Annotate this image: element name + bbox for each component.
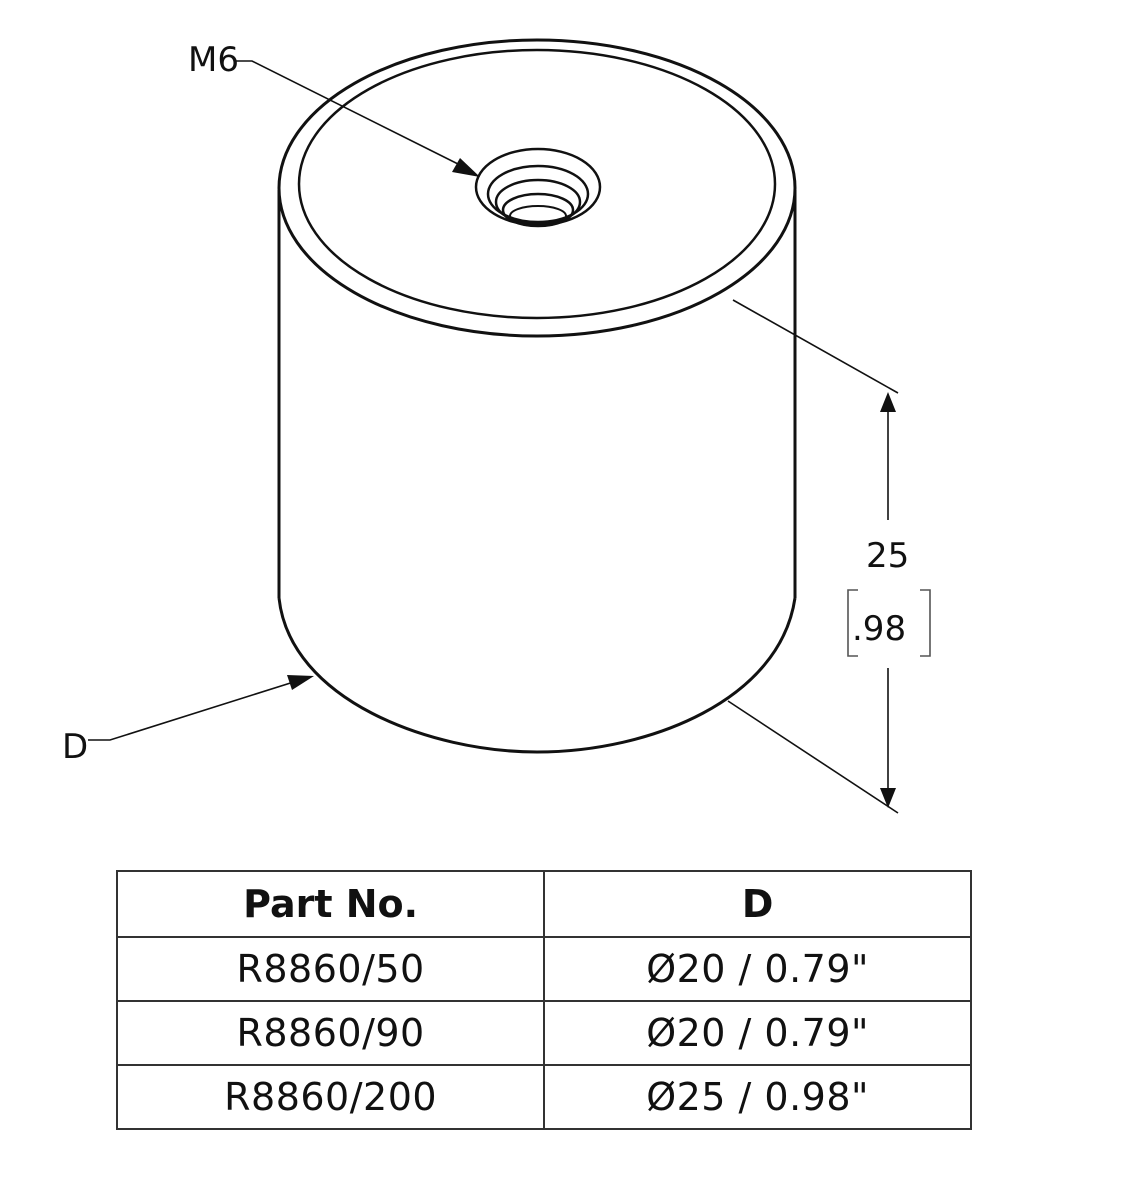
m6-arrowhead-icon xyxy=(452,158,480,177)
part-spec-table: Part No. D R8860/50 Ø20 / 0.79" R8860/90… xyxy=(115,870,972,1130)
m6-leader-line xyxy=(236,60,471,171)
top-inner-rim xyxy=(297,48,777,320)
header-diameter: D xyxy=(543,870,972,938)
height-imperial-label: .98 xyxy=(852,609,906,649)
table-row: R8860/200 Ø25 / 0.98" xyxy=(115,1064,972,1130)
table-header-row: Part No. D xyxy=(115,870,972,938)
part-number-cell: R8860/200 xyxy=(115,1064,546,1130)
part-number-cell: R8860/90 xyxy=(115,1000,546,1066)
height-arrow-down-icon xyxy=(880,788,896,808)
part-number-cell: R8860/50 xyxy=(115,936,546,1002)
bottom-extension-line xyxy=(727,700,899,814)
diameter-callout-label: D xyxy=(62,727,88,767)
diameter-cell: Ø20 / 0.79" xyxy=(543,936,972,1002)
table-row: R8860/50 Ø20 / 0.79" xyxy=(115,936,972,1002)
cylinder-mount-drawing: M6 D 25 .98 xyxy=(62,38,931,814)
diameter-cell: Ø20 / 0.79" xyxy=(543,1000,972,1066)
height-arrow-up-icon xyxy=(880,392,896,412)
diameter-cell: Ø25 / 0.98" xyxy=(543,1064,972,1130)
d-arrowhead-icon xyxy=(287,675,314,690)
thread-callout-label: M6 xyxy=(188,40,239,80)
thread-hole-outer xyxy=(474,147,602,227)
d-leader-line xyxy=(88,679,301,741)
top-outer-edge xyxy=(277,38,797,338)
table-row: R8860/90 Ø20 / 0.79" xyxy=(115,1000,972,1066)
top-extension-line xyxy=(732,299,899,394)
height-metric-label: 25 xyxy=(866,536,909,576)
header-part-no: Part No. xyxy=(115,870,546,938)
cylinder-bottom-edge xyxy=(277,597,797,754)
